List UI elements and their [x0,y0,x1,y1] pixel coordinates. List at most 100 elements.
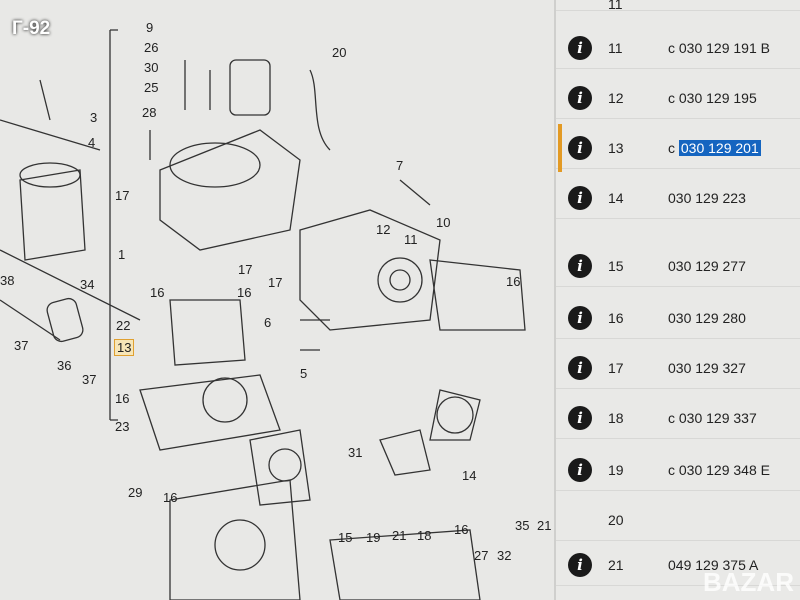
parts-row[interactable]: i 19 c 030 129 348 E [556,450,800,491]
callout-18[interactable]: 18 [417,528,432,543]
info-icon[interactable]: i [568,86,592,110]
part-number[interactable]: 030 129 280 [668,310,746,326]
callout-12[interactable]: 12 [376,222,391,237]
callout-17[interactable]: 17 [115,188,130,203]
part-number[interactable]: c 030 129 191 B [668,40,770,56]
part-number[interactable]: 030 129 277 [668,258,746,274]
part-number-value: 030 129 348 E [678,462,770,478]
callout-37[interactable]: 37 [14,338,29,353]
callout-30[interactable]: 30 [144,60,159,75]
callout-10[interactable]: 10 [436,215,451,230]
callout-20[interactable]: 20 [332,45,347,60]
callout-21[interactable]: 21 [392,528,407,543]
watermark-label: Г-92 [12,18,51,39]
callout-16[interactable]: 16 [163,490,178,505]
callout-36[interactable]: 36 [57,358,72,373]
position-number: 16 [608,310,624,326]
callout-16[interactable]: 16 [454,522,469,537]
position-number: 11 [608,40,623,56]
callout-29[interactable]: 29 [128,485,143,500]
position-number: 12 [608,90,624,106]
part-number-value: 049 129 375 A [668,557,759,573]
callout-15[interactable]: 15 [338,530,353,545]
callout-19[interactable]: 19 [366,530,381,545]
callout-16[interactable]: 16 [506,274,521,289]
position-number: 17 [608,360,624,376]
part-number[interactable]: c 030 129 201 [668,140,761,156]
info-icon[interactable]: i [568,356,592,380]
callout-3[interactable]: 3 [90,110,98,125]
part-number[interactable]: c 030 129 195 [668,90,757,106]
part-number-value: 030 129 201 [678,140,761,156]
callout-13[interactable]: 13 [114,339,135,356]
parts-row[interactable]: i 15 030 129 277 [556,246,800,287]
callout-16[interactable]: 16 [115,391,130,406]
position-number: 19 [608,462,624,478]
callout-14[interactable]: 14 [462,468,477,483]
parts-row[interactable]: i 16 030 129 280 [556,298,800,339]
callout-22[interactable]: 22 [116,318,131,333]
part-prefix: c [668,410,675,426]
part-number-value: 030 129 195 [678,90,757,106]
info-icon[interactable]: i [568,136,592,160]
callout-11[interactable]: 11 [404,232,418,247]
part-number[interactable]: 049 129 375 A [668,557,758,573]
parts-row[interactable]: i 18 c 030 129 337 [556,398,800,439]
callout-16[interactable]: 16 [150,285,165,300]
part-prefix: c [668,462,675,478]
position-number: 18 [608,410,624,426]
parts-row[interactable]: i 12 c 030 129 195 [556,78,800,119]
callout-7[interactable]: 7 [396,158,404,173]
callout-26[interactable]: 26 [144,40,159,55]
callout-17[interactable]: 17 [238,262,253,277]
part-number[interactable]: 030 129 223 [668,190,746,206]
info-icon[interactable]: i [568,553,592,577]
callout-34[interactable]: 34 [80,277,95,292]
carburetor-drawing [0,29,526,600]
callout-4[interactable]: 4 [88,135,96,150]
position-number: 15 [608,258,624,274]
parts-row[interactable]: i 14 030 129 223 [556,178,800,219]
callout-6[interactable]: 6 [264,315,272,330]
callout-23[interactable]: 23 [115,419,130,434]
callout-21[interactable]: 21 [537,518,552,533]
part-number[interactable]: 030 129 327 [668,360,746,376]
bazar-watermark: BAZAR [703,567,794,597]
position-number: 20 [608,512,624,528]
info-icon[interactable]: i [568,186,592,210]
callout-25[interactable]: 25 [144,80,159,95]
callout-17[interactable]: 17 [268,275,283,290]
callout-16[interactable]: 16 [237,285,252,300]
info-icon[interactable]: i [568,254,592,278]
info-icon[interactable]: i [568,36,592,60]
part-number[interactable]: c 030 129 337 [668,410,757,426]
callout-32[interactable]: 32 [497,548,512,563]
callout-35[interactable]: 35 [515,518,530,533]
callout-37[interactable]: 37 [82,372,97,387]
callout-28[interactable]: 28 [142,105,157,120]
parts-row[interactable]: i 11 c 030 129 191 B [556,28,800,69]
part-number[interactable]: c 030 129 348 E [668,462,770,478]
info-icon[interactable]: i [568,306,592,330]
parts-row[interactable]: i 17 030 129 327 [556,348,800,389]
part-number-value: 030 129 280 [668,310,746,326]
callout-38[interactable]: 38 [0,273,15,288]
info-icon[interactable]: i [568,458,592,482]
position-number: 14 [608,190,624,206]
callout-5[interactable]: 5 [300,366,308,381]
info-icon[interactable]: i [568,406,592,430]
selection-marker [558,124,562,172]
callout-9[interactable]: 9 [146,20,154,35]
callout-1[interactable]: 1 [118,247,126,262]
part-prefix: c [668,90,675,106]
parts-row[interactable]: 20 [556,500,800,541]
callout-31[interactable]: 31 [348,445,363,460]
part-prefix: c [668,140,675,156]
part-number-value: 030 129 337 [678,410,757,426]
callout-27[interactable]: 27 [474,548,489,563]
panel-divider[interactable] [554,0,556,600]
